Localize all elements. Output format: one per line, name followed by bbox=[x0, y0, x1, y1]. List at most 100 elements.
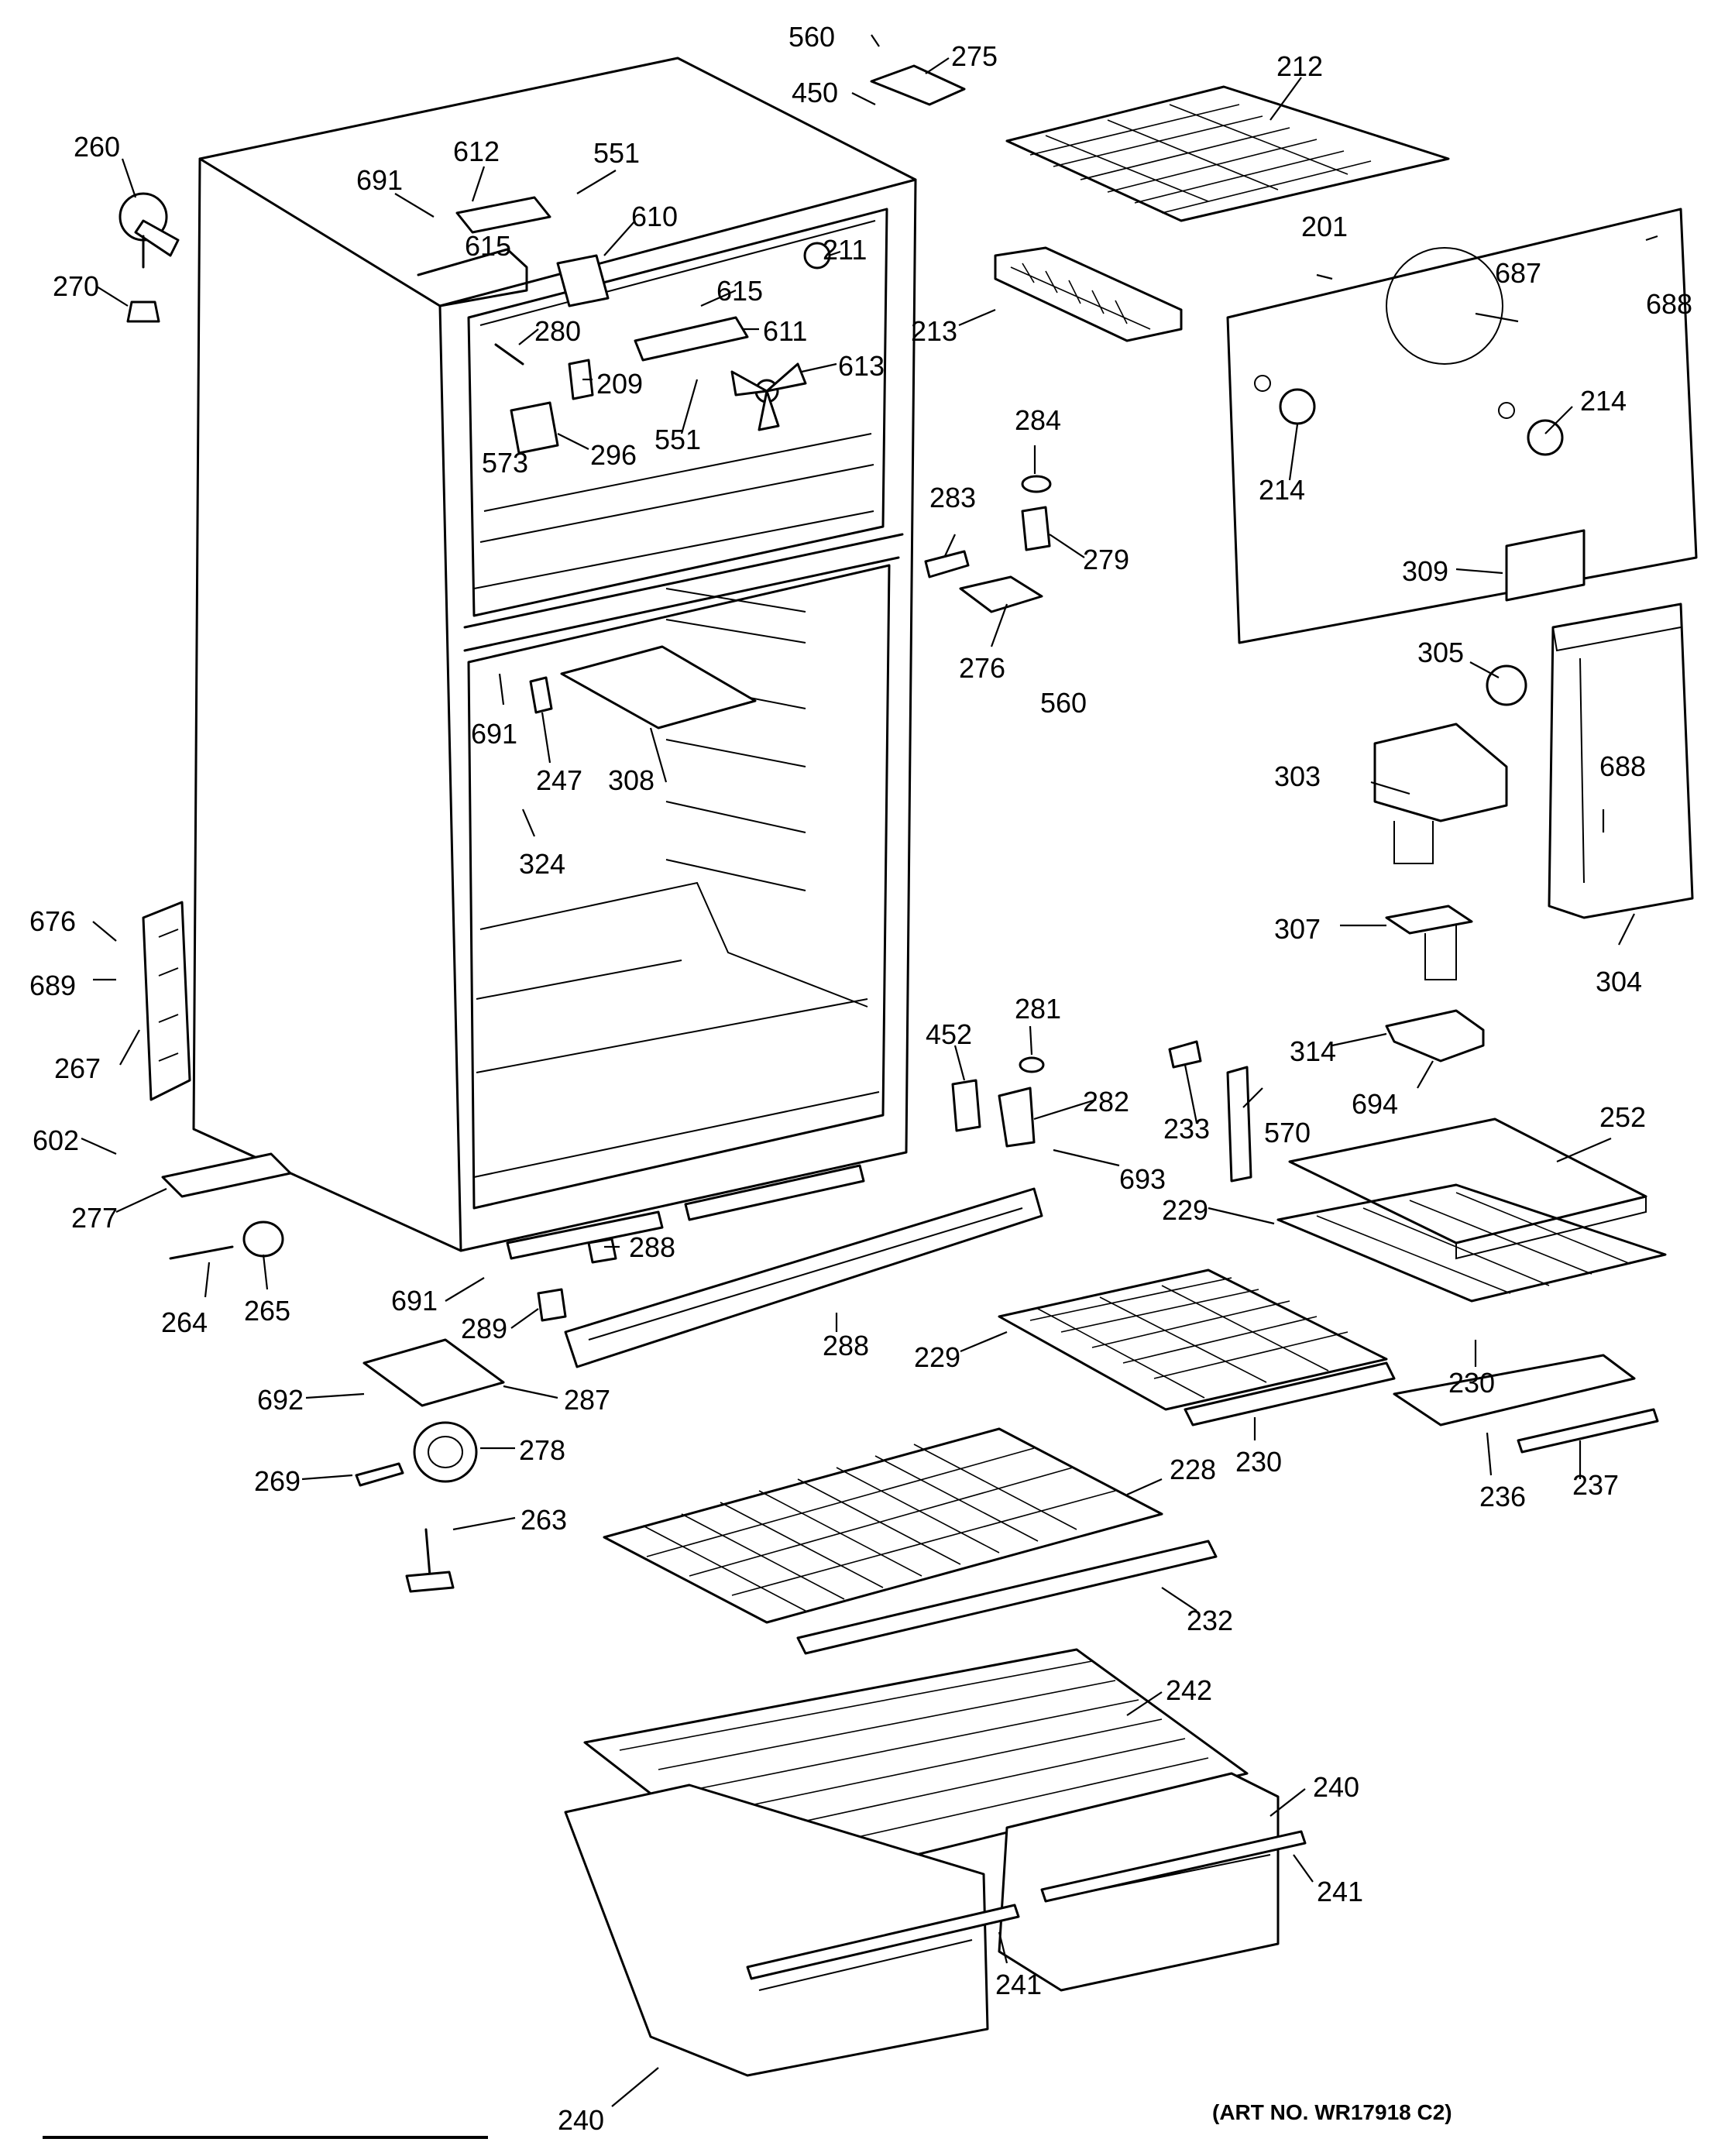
part-label-602: 602 bbox=[33, 1124, 80, 1156]
part-label-296: 296 bbox=[590, 439, 637, 471]
part-label-691b: 691 bbox=[471, 718, 518, 750]
part-label-612: 612 bbox=[453, 136, 500, 167]
duct-307 bbox=[1385, 905, 1473, 980]
part-label-560a: 560 bbox=[788, 21, 836, 53]
part-label-307: 307 bbox=[1274, 913, 1321, 945]
part-label-687: 687 bbox=[1495, 257, 1542, 289]
part-label-615b: 615 bbox=[716, 275, 764, 307]
part-label-279: 279 bbox=[1083, 544, 1130, 575]
part-label-277: 277 bbox=[71, 1202, 119, 1234]
fan-motor-610 bbox=[556, 254, 610, 307]
light-housing-314 bbox=[1385, 1009, 1485, 1063]
roller-265 bbox=[242, 1220, 284, 1258]
part-label-230b: 230 bbox=[1235, 1446, 1283, 1478]
wire-shelf-229-lower bbox=[998, 1269, 1388, 1411]
sensor-209 bbox=[568, 359, 594, 400]
leader-lines bbox=[81, 34, 1658, 2107]
bracket-287 bbox=[362, 1338, 505, 1407]
part-label-281: 281 bbox=[1015, 993, 1062, 1025]
part-label-280: 280 bbox=[534, 315, 582, 347]
part-label-692: 692 bbox=[257, 1384, 304, 1416]
part-label-314: 314 bbox=[1290, 1035, 1337, 1067]
part-label-570: 570 bbox=[1264, 1117, 1311, 1148]
part-label-237: 237 bbox=[1572, 1469, 1620, 1501]
axle-264 bbox=[169, 1245, 234, 1260]
hinge-267 bbox=[142, 901, 191, 1101]
crisper-drawer-240-right bbox=[998, 1772, 1280, 1992]
drawer-handle-241-left bbox=[746, 1904, 1020, 1980]
hinge-pin-452 bbox=[951, 1079, 981, 1132]
part-label-573: 573 bbox=[482, 447, 529, 479]
bracket-612 bbox=[455, 196, 551, 234]
trim-237 bbox=[1517, 1408, 1659, 1454]
part-label-691a: 691 bbox=[356, 164, 404, 196]
part-label-305: 305 bbox=[1417, 637, 1465, 668]
stop-283 bbox=[924, 550, 970, 578]
part-label-209: 209 bbox=[596, 368, 644, 400]
part-label-265: 265 bbox=[244, 1295, 291, 1327]
ice-tray-213 bbox=[994, 246, 1183, 342]
part-label-201: 201 bbox=[1301, 211, 1348, 242]
bracket-277 bbox=[161, 1152, 292, 1198]
wheel-278 bbox=[413, 1421, 478, 1483]
part-label-551b: 551 bbox=[654, 424, 702, 455]
part-label-212: 212 bbox=[1276, 50, 1324, 82]
panel-309 bbox=[1505, 529, 1586, 602]
wire-shelf-228 bbox=[603, 1427, 1218, 1655]
part-label-613: 613 bbox=[838, 350, 885, 382]
part-label-308: 308 bbox=[608, 764, 655, 796]
fan-blade-613 bbox=[730, 362, 807, 431]
drawer-handle-241-right bbox=[1040, 1830, 1307, 1903]
part-label-324: 324 bbox=[519, 848, 566, 880]
shelf-support-233 bbox=[1168, 1040, 1252, 1183]
bushing-279 bbox=[1021, 506, 1051, 551]
part-label-283: 283 bbox=[929, 482, 977, 513]
part-label-213: 213 bbox=[911, 315, 958, 347]
part-label-264: 264 bbox=[161, 1306, 208, 1338]
part-label-309: 309 bbox=[1402, 555, 1449, 587]
part-label-228: 228 bbox=[1170, 1454, 1217, 1485]
part-label-241b: 241 bbox=[995, 1969, 1043, 2000]
part-label-211: 211 bbox=[823, 234, 868, 266]
thermostat-296 bbox=[510, 401, 559, 455]
clip-288 bbox=[587, 1238, 617, 1264]
part-label-233: 233 bbox=[1163, 1113, 1211, 1145]
part-label-230a: 230 bbox=[1448, 1367, 1496, 1399]
part-label-214b: 214 bbox=[1259, 474, 1306, 506]
part-label-610: 610 bbox=[631, 201, 679, 232]
part-label-551a: 551 bbox=[593, 137, 641, 169]
wire-shelf-229-upper bbox=[1276, 1183, 1667, 1303]
bracket-611 bbox=[634, 316, 749, 362]
pin-269 bbox=[355, 1462, 404, 1487]
part-label-289: 289 bbox=[461, 1313, 508, 1344]
part-label-240b: 240 bbox=[558, 2104, 605, 2136]
glass-shelf-252 bbox=[1288, 1117, 1647, 1260]
tube-280 bbox=[494, 343, 524, 366]
part-label-267: 267 bbox=[54, 1052, 101, 1084]
part-label-229b: 229 bbox=[914, 1341, 961, 1373]
part-label-615a: 615 bbox=[465, 230, 512, 262]
part-label-450: 450 bbox=[792, 77, 839, 108]
hinge-276 bbox=[959, 575, 1043, 613]
part-label-275: 275 bbox=[951, 40, 998, 72]
toe-grille-288 bbox=[564, 1187, 1043, 1368]
part-label-689: 689 bbox=[29, 970, 77, 1001]
leveler-263 bbox=[405, 1528, 455, 1593]
part-label-236: 236 bbox=[1479, 1481, 1527, 1512]
part-label-270: 270 bbox=[53, 270, 100, 302]
part-label-452: 452 bbox=[926, 1018, 973, 1050]
damper-303 bbox=[1373, 723, 1508, 864]
control-knob-305 bbox=[1486, 664, 1527, 706]
part-label-282: 282 bbox=[1083, 1086, 1130, 1117]
part-label-560b: 560 bbox=[1040, 687, 1087, 719]
grommet-270 bbox=[126, 300, 160, 323]
hinge-275 bbox=[870, 64, 966, 106]
shelf-frame-236 bbox=[1393, 1354, 1636, 1426]
part-label-240a: 240 bbox=[1313, 1771, 1360, 1803]
part-label-694: 694 bbox=[1352, 1088, 1399, 1120]
part-label-263: 263 bbox=[520, 1504, 568, 1536]
part-label-229a: 229 bbox=[1162, 1194, 1209, 1226]
part-label-276: 276 bbox=[959, 652, 1006, 684]
